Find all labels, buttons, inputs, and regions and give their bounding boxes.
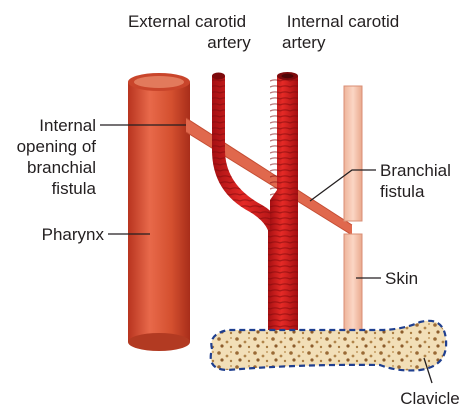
label-internal-opening-4: fistula	[52, 179, 97, 198]
skin-upper	[344, 86, 362, 221]
label-internal-carotid: Internal carotid	[287, 12, 399, 31]
label-internal-opening-2: opening of	[17, 137, 97, 156]
skin	[344, 86, 362, 336]
label-external-carotid: External carotid	[128, 12, 246, 31]
label-pharynx: Pharynx	[42, 225, 105, 244]
label-internal-carotid-artery: artery	[282, 33, 326, 52]
label-branchial-fistula: fistula	[380, 182, 425, 201]
carotid-arteries	[212, 72, 298, 342]
leader-branchial-fistula	[310, 170, 376, 201]
label-internal-opening-1: Internal	[39, 116, 96, 135]
label-external-carotid-artery: artery	[207, 33, 251, 52]
label-clavicle: Clavicle	[400, 389, 460, 408]
label-branchial: Branchial	[380, 161, 451, 180]
clavicle	[211, 321, 446, 371]
skin-lower	[344, 234, 362, 336]
label-skin: Skin	[385, 269, 418, 288]
label-internal-opening-3: branchial	[27, 158, 96, 177]
pharynx	[128, 73, 190, 351]
